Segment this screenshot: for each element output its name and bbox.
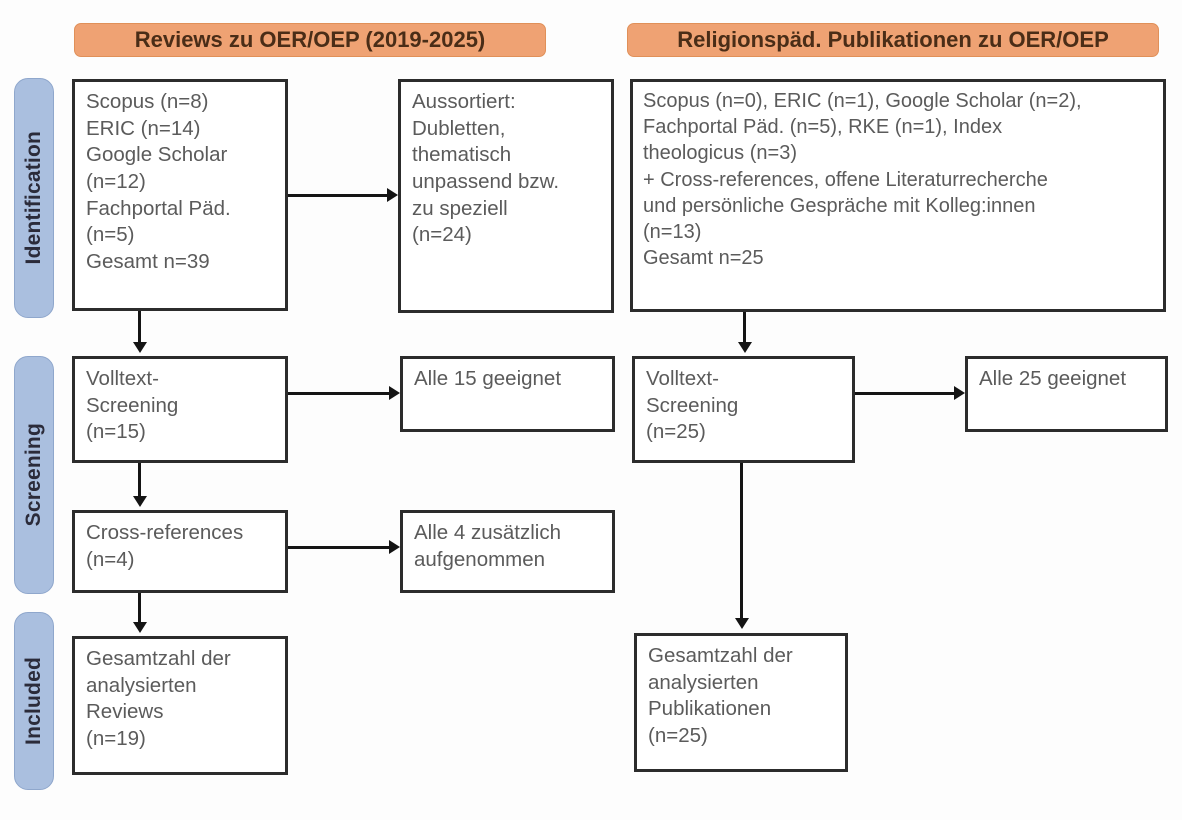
connector-left-crossref-to-included <box>138 593 141 624</box>
box-line: Cross-references <box>86 521 244 544</box>
box-line: Fachportal Päd. (n=5), RKE (n=1), Index <box>643 116 1003 139</box>
column-header-reviews: Reviews zu OER/OEP (2019-2025) <box>74 23 546 57</box>
box-line: Screening <box>86 393 179 417</box>
column-header-reviews-text: Reviews zu OER/OEP (2019-2025) <box>134 27 486 52</box>
box-line: zu speziell <box>412 196 508 220</box>
arrowhead-left-sources-to-fulltext <box>133 342 147 353</box>
box-line: und persönliche Gespräche mit Kolleg:inn… <box>643 194 1036 217</box>
box-right-included-total: Gesamtzahl der analysierten Publikatione… <box>634 633 848 772</box>
connector-left-fulltext-to-result <box>288 392 389 395</box>
box-right-fulltext-result: Alle 25 geeignet <box>965 356 1168 432</box>
box-line: Alle 4 zusätzlich <box>414 521 561 544</box>
box-line: Alle 25 geeignet <box>979 367 1127 390</box>
arrowhead-right-fulltext-to-included <box>735 618 749 629</box>
arrowhead-right-sources-to-fulltext <box>738 342 752 353</box>
box-line: analysierten <box>86 673 197 697</box>
phase-label-identification-text: Identification <box>22 131 45 265</box>
connector-left-sources-to-fulltext <box>138 311 141 344</box>
box-line: Fachportal Päd. <box>86 196 231 220</box>
phase-label-screening-text: Screening <box>22 423 45 527</box>
column-header-religionspaed: Religionspäd. Publikationen zu OER/OEP <box>627 23 1159 57</box>
connector-left-fulltext-to-crossref <box>138 463 141 498</box>
phase-label-identification: Identification <box>14 78 54 318</box>
box-right-identification-sources: Scopus (n=0), ERIC (n=1), Google Scholar… <box>630 79 1166 312</box>
box-line: Alle 15 geeignet <box>414 367 562 390</box>
box-line: Dubletten, <box>412 116 506 140</box>
box-line: Gesamt n=25 <box>643 247 764 270</box>
box-line: Screening <box>646 393 739 417</box>
box-left-fulltext-screening: Volltext- Screening (n=15) <box>72 356 288 463</box>
arrowhead-left-fulltext-to-crossref <box>133 496 147 507</box>
box-line: (n=13) <box>643 220 702 243</box>
box-line: Scopus (n=8) <box>86 90 209 113</box>
box-line: aufgenommen <box>414 547 546 571</box>
box-left-cross-references-result: Alle 4 zusätzlich aufgenommen <box>400 510 615 593</box>
box-line: Scopus (n=0), ERIC (n=1), Google Scholar… <box>643 90 1082 112</box>
arrowhead-left-crossref-to-included <box>133 622 147 633</box>
box-line: (n=15) <box>86 420 146 444</box>
arrowhead-left-fulltext-to-result <box>389 386 400 400</box>
box-right-fulltext-screening: Volltext- Screening (n=25) <box>632 356 855 463</box>
connector-right-sources-to-fulltext <box>743 312 746 344</box>
arrowhead-right-fulltext-to-result <box>954 386 965 400</box>
arrowhead-left-crossref-to-result <box>389 540 400 554</box>
box-line: Volltext- <box>646 367 719 390</box>
box-left-excluded: Aussortiert: Dubletten, thematisch unpas… <box>398 79 614 313</box>
box-line: (n=25) <box>646 420 706 444</box>
box-line: unpassend bzw. <box>412 169 560 193</box>
box-left-identification-sources: Scopus (n=8) ERIC (n=14) Google Scholar … <box>72 79 288 311</box>
box-left-fulltext-result: Alle 15 geeignet <box>400 356 615 432</box>
box-line: Reviews <box>86 700 164 724</box>
box-line: ERIC (n=14) <box>86 116 201 140</box>
box-line: (n=5) <box>86 223 135 247</box>
box-line: Gesamtzahl der <box>86 647 231 670</box>
box-line: Aussortiert: <box>412 90 516 113</box>
box-left-included-total: Gesamtzahl der analysierten Reviews (n=1… <box>72 636 288 775</box>
box-line: + Cross-references, offene Literaturrech… <box>643 168 1048 191</box>
box-line: (n=4) <box>86 547 135 571</box>
box-line: Volltext- <box>86 367 159 390</box>
arrowhead-left-sources-to-excluded <box>387 188 398 202</box>
column-header-religionspaed-text: Religionspäd. Publikationen zu OER/OEP <box>677 27 1109 52</box>
box-line: (n=25) <box>648 723 708 747</box>
phase-label-screening: Screening <box>14 356 54 594</box>
box-line: (n=24) <box>412 223 472 247</box>
box-line: Publikationen <box>648 697 772 721</box>
box-line: Google Scholar <box>86 143 228 167</box>
box-line: (n=19) <box>86 726 146 750</box>
phase-label-included: Included <box>14 612 54 790</box>
connector-right-fulltext-to-result <box>855 392 954 395</box>
connector-left-crossref-to-result <box>288 546 389 549</box>
connector-left-sources-to-excluded <box>288 194 387 197</box>
box-line: thematisch <box>412 143 512 167</box>
box-line: Gesamt n=39 <box>86 249 210 273</box>
phase-label-included-text: Included <box>22 657 45 745</box>
box-line: analysierten <box>648 670 759 694</box>
box-left-cross-references: Cross-references (n=4) <box>72 510 288 593</box>
box-line: Gesamtzahl der <box>648 644 793 667</box>
box-line: theologicus (n=3) <box>643 142 797 165</box>
box-line: (n=12) <box>86 169 146 193</box>
connector-right-fulltext-to-included <box>740 463 743 620</box>
